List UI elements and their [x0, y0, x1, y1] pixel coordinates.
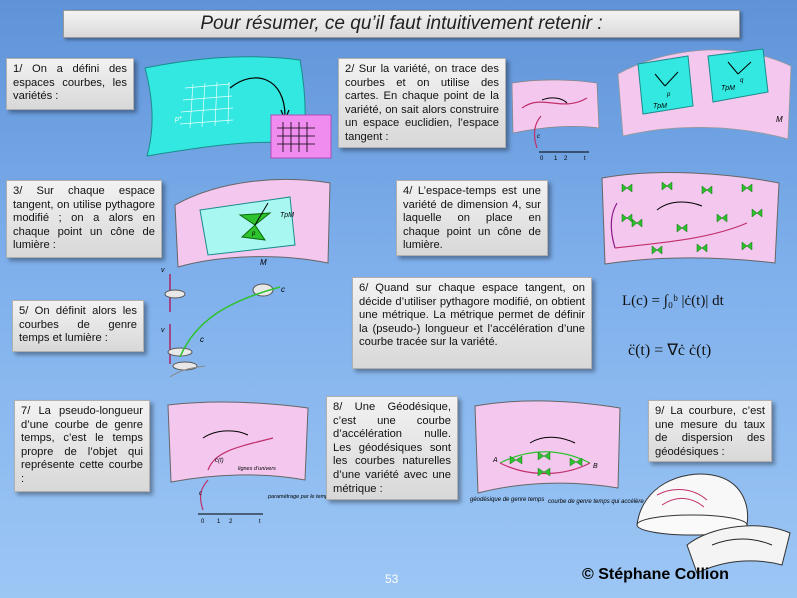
svg-text:M: M: [260, 258, 267, 267]
svg-text:B: B: [593, 463, 598, 470]
cone-mark: [626, 213, 633, 223]
figure-manifold-chart: p*: [144, 56, 332, 159]
svg-text:lignes d’univers: lignes d’univers: [238, 466, 276, 472]
cone-mark: [706, 185, 713, 195]
cone-mark: [746, 241, 753, 251]
text-box-1: 1/ On a défini des espaces courbes, les …: [6, 58, 134, 110]
cone-mark: [741, 183, 748, 193]
cone-mark: [626, 183, 633, 193]
slide-title: Pour résumer, ce qu’il faut intuitivemen…: [63, 10, 740, 38]
cone-mark: [676, 223, 683, 233]
cone-mark: [701, 243, 708, 253]
svg-text:A: A: [492, 457, 498, 464]
svg-text:géodésique de genre temps: géodésique de genre temps: [470, 497, 544, 503]
page-number: 53: [385, 572, 399, 586]
svg-text:1: 1: [554, 156, 558, 162]
figure-spacetime-cones: [601, 172, 780, 265]
figure-proper-time: c(t) lignes d’univers c 0 1 2 t paramétr…: [167, 401, 348, 525]
svg-text:2: 2: [564, 156, 568, 162]
cone-mark: [681, 223, 688, 233]
svg-text:M: M: [776, 115, 783, 124]
figure-worldlines: v v c c: [161, 267, 285, 378]
cone-mark: [756, 208, 763, 218]
svg-text:t: t: [584, 156, 586, 162]
text-box-5: 5/ On définit alors les courbes de genre…: [12, 300, 144, 352]
figure-tangent-planes: TpM TpM p q M: [617, 48, 792, 140]
svg-text:TpM: TpM: [721, 85, 735, 92]
cone-mark: [696, 243, 703, 253]
svg-text:q: q: [740, 78, 744, 84]
text-box-8: 8/ Une Géodésique, c’est une courbe d’ac…: [326, 396, 458, 500]
text-box-3: 3/ Sur chaque espace tangent, on utilise…: [6, 180, 162, 258]
figure-light-cone: TpM p M: [174, 179, 331, 268]
formula-length: L(c) = ∫₀ᵇ |ċ(t)| dt: [622, 293, 724, 309]
svg-text:0: 0: [201, 519, 205, 525]
cone-mark: [661, 181, 668, 191]
svg-text:TpM: TpM: [653, 103, 667, 110]
text-box-7: 7/ La pseudo-longueur d’une courbe de ge…: [14, 400, 150, 492]
figure-curvature: [636, 473, 791, 574]
text-box-9: 9/ La courbure, c’est une mesure du taux…: [648, 400, 772, 462]
svg-text:c: c: [537, 134, 540, 140]
cone-mark: [666, 181, 673, 191]
copyright: © Stéphane Collion: [582, 566, 729, 583]
svg-text:TpM: TpM: [280, 212, 294, 219]
cone-mark: [751, 208, 758, 218]
text-box-4: 4/ L’espace-temps est une variété de dim…: [396, 180, 548, 256]
svg-text:2: 2: [229, 519, 233, 525]
cone-mark: [621, 213, 628, 223]
cone-mark: [636, 218, 643, 228]
svg-text:1: 1: [217, 519, 221, 525]
cone-mark: [631, 218, 638, 228]
cone-mark: [746, 183, 753, 193]
cone-mark: [656, 245, 663, 255]
svg-text:courbe de genre temps qui accé: courbe de genre temps qui accélère: [548, 499, 644, 505]
text-box-6: 6/ Quand sur chaque espace tangent, on d…: [352, 277, 592, 369]
cone-mark: [716, 213, 723, 223]
svg-text:0: 0: [540, 156, 544, 162]
text-box-2: 2/ Sur la variété, on trace des courbes …: [338, 58, 506, 148]
svg-text:c: c: [281, 285, 285, 294]
cone-mark: [741, 241, 748, 251]
cone-mark: [651, 245, 658, 255]
svg-text:c: c: [199, 491, 202, 497]
svg-text:v: v: [161, 267, 165, 274]
label-p-star: p*: [174, 116, 182, 123]
svg-text:paramétrage par le temps propr: paramétrage par le temps propre: [267, 494, 348, 500]
figure-geodesics: A B géodésique de genre temps courbe de …: [470, 400, 644, 505]
svg-text:c: c: [200, 335, 204, 344]
cone-mark: [621, 183, 628, 193]
svg-text:v: v: [161, 327, 165, 334]
svg-text:c(t): c(t): [215, 458, 224, 464]
formula-acceleration: c̈(t) = ∇ċ ċ(t): [628, 342, 712, 359]
figure-curve-param: 0 1 2 t c: [511, 79, 600, 162]
svg-text:p: p: [666, 92, 671, 98]
cone-mark: [721, 213, 728, 223]
svg-text:p: p: [251, 231, 256, 237]
svg-text:t: t: [259, 519, 261, 525]
cone-mark: [701, 185, 708, 195]
